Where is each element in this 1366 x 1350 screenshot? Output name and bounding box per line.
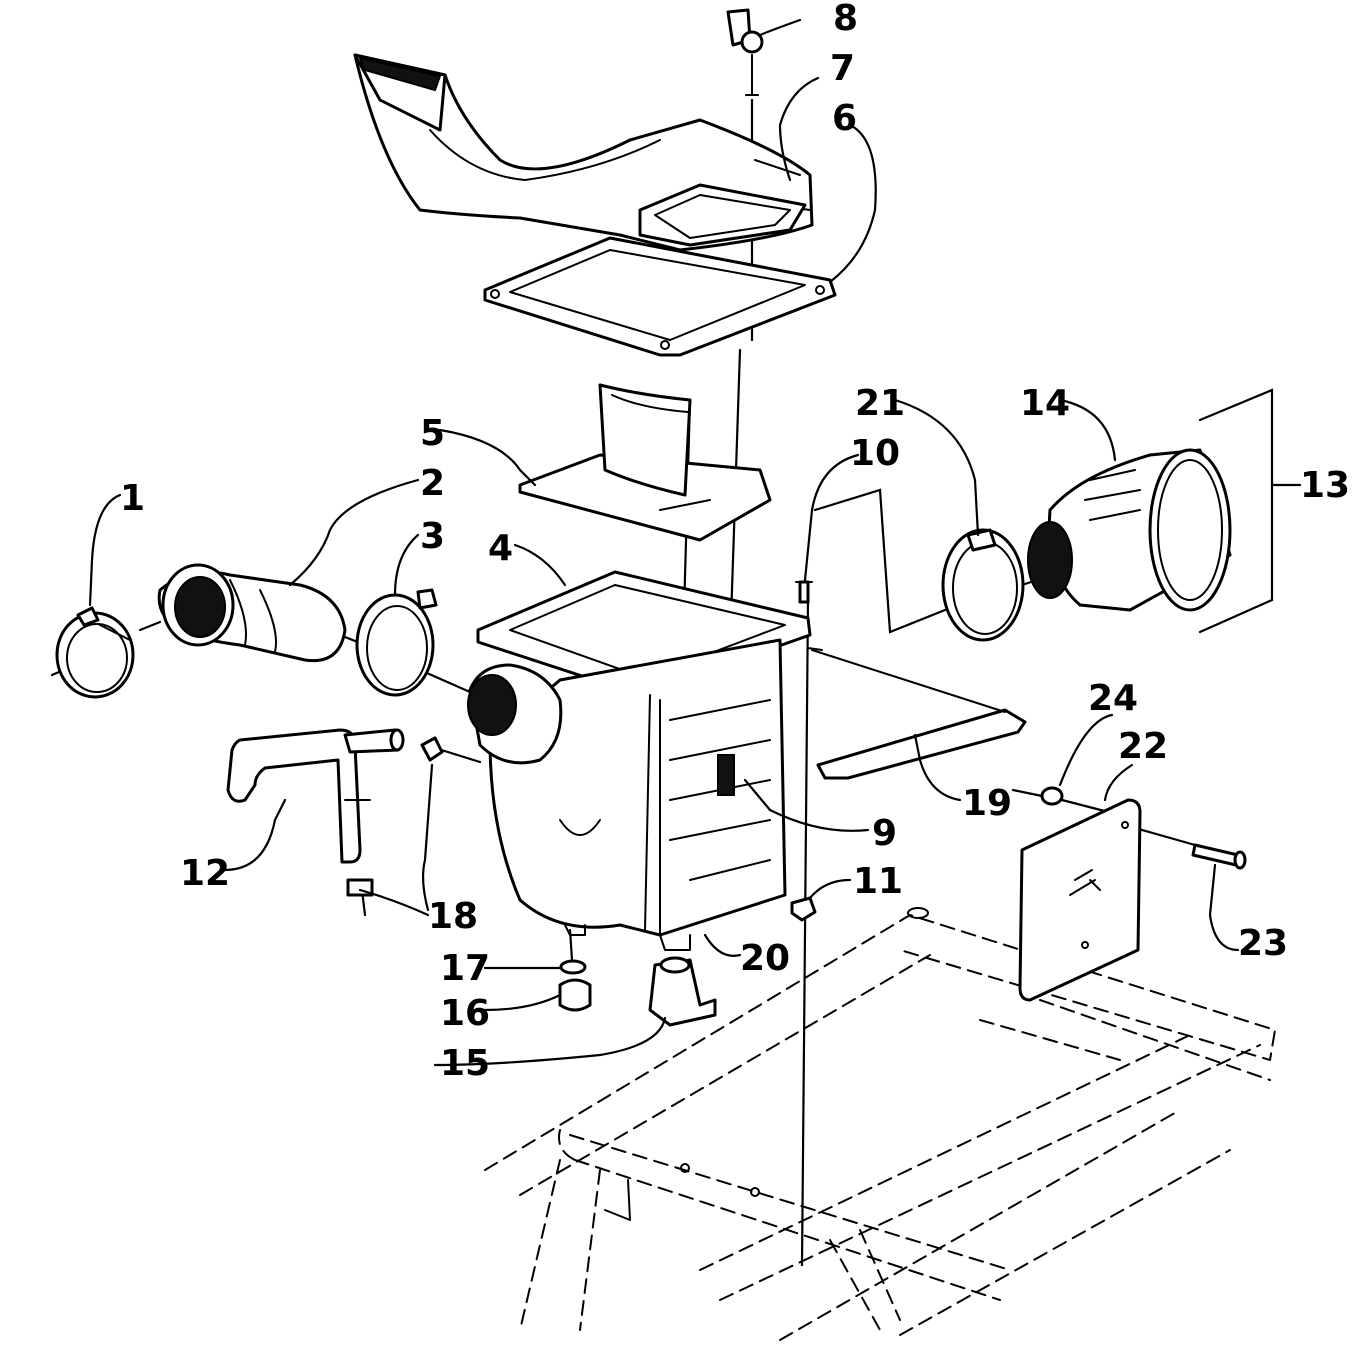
part-10-screw — [795, 580, 813, 604]
callout-19: 19 — [962, 783, 1012, 824]
callout-17: 17 — [440, 948, 490, 989]
part-14-filter — [1027, 448, 1232, 612]
part-1-clamp — [55, 606, 135, 699]
part-21-clamp — [941, 528, 1025, 642]
part-12-hose — [226, 728, 405, 864]
part-22-plate — [1018, 798, 1142, 1002]
part-5-partition — [518, 383, 772, 542]
part-13-assembly-bracket — [1198, 388, 1302, 634]
callout-9: 9 — [872, 813, 897, 854]
part-11-nut — [790, 896, 817, 922]
part-3-clamp — [355, 588, 438, 697]
callout-6: 6 — [832, 98, 857, 139]
callout-20: 20 — [740, 938, 790, 979]
part-8-clip — [726, 8, 764, 96]
callout-1: 1 — [120, 478, 145, 519]
part-24-nut — [1040, 786, 1064, 806]
callout-7: 7 — [830, 48, 855, 89]
callout-3: 3 — [420, 516, 445, 557]
part-2-boot — [157, 563, 347, 663]
callout-16: 16 — [440, 993, 490, 1034]
callout-22: 22 — [1118, 726, 1168, 767]
callout-18: 18 — [428, 896, 478, 937]
part-6-gasket — [483, 236, 837, 357]
callout-5: 5 — [420, 413, 445, 454]
callout-23: 23 — [1238, 923, 1288, 964]
callout-12: 12 — [180, 853, 230, 894]
callout-13: 13 — [1300, 465, 1350, 506]
callout-15: 15 — [440, 1043, 490, 1084]
part-18-clamp — [346, 736, 444, 897]
callout-11: 11 — [853, 861, 903, 902]
part-15-bracket — [648, 956, 717, 1027]
part-23-bolt — [1191, 843, 1247, 870]
callout-10: 10 — [850, 433, 900, 474]
callout-labels: 1 2 3 4 5 6 7 8 9 10 11 12 13 14 15 16 1… — [120, 0, 1350, 1084]
callout-2: 2 — [420, 463, 445, 504]
part-7-intake-duct — [353, 53, 814, 252]
callout-24: 24 — [1088, 678, 1138, 719]
callout-4: 4 — [488, 528, 513, 569]
callout-leaders — [88, 18, 1240, 1067]
vehicle-frame — [484, 907, 1277, 1341]
callout-21: 21 — [855, 383, 905, 424]
part-16-mount — [558, 978, 592, 1012]
part-4-airbox — [467, 570, 812, 951]
callout-8: 8 — [833, 0, 858, 39]
part-17-grommet — [559, 959, 587, 975]
part-19-strap — [807, 647, 1027, 780]
part-9-element — [717, 754, 735, 796]
callout-14: 14 — [1020, 383, 1070, 424]
